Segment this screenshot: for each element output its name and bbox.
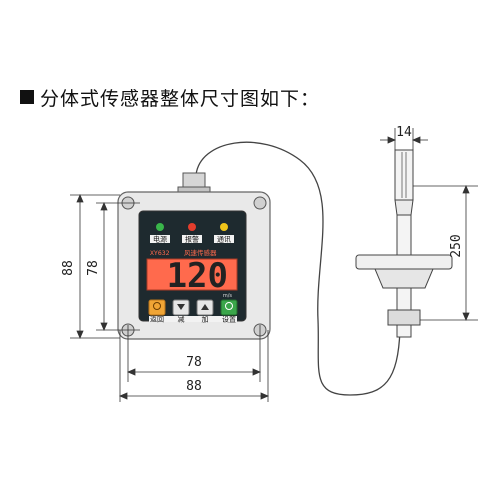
sensor-cable [195, 141, 401, 396]
heading-text: 分体式传感器整体尺寸图如下： [40, 87, 321, 110]
model-label: XY632 [150, 249, 170, 257]
alarm-led [188, 223, 196, 231]
height-dimensions [70, 193, 140, 340]
dim-outer-width: 88 [186, 379, 202, 394]
width-dimensions [118, 325, 270, 402]
set-icon [225, 302, 233, 310]
button-label-down: 减 [178, 315, 185, 324]
down-arrow-icon [177, 304, 185, 310]
led-label-comm: 通讯 [217, 235, 231, 244]
dim-inner-height: 78 [86, 260, 101, 276]
indicator-leds: 电源 报警 通讯 [150, 223, 234, 244]
dim-outer-height: 88 [61, 260, 76, 276]
button-label-up: 加 [202, 315, 209, 324]
square-bullet-icon [20, 90, 34, 104]
probe-dimensions [380, 128, 478, 322]
power-led [156, 223, 164, 231]
comm-led [220, 223, 228, 231]
front-buttons: 返回 减 加 设置 [148, 299, 238, 324]
button-label-return: 返回 [150, 316, 164, 324]
set-button[interactable] [220, 299, 238, 316]
display-reading: 120 [167, 256, 228, 296]
dim-probe-length: 250 [449, 234, 464, 257]
dim-probe-diameter: 14 [396, 125, 412, 140]
digital-display: 120 m/s [146, 256, 238, 299]
product-name: 风速传感器 [184, 248, 217, 257]
led-label-power: 电源 [153, 235, 167, 244]
cable-gland [177, 172, 211, 195]
probe-sensor [355, 149, 453, 338]
led-label-alarm: 报警 [185, 235, 199, 244]
return-icon [153, 302, 161, 310]
dim-inner-width: 78 [186, 355, 202, 370]
button-label-set: 设置 [222, 315, 236, 324]
return-button[interactable] [148, 299, 166, 316]
section-heading: 分体式传感器整体尺寸图如下： [20, 86, 321, 110]
display-unit: m/s [223, 293, 233, 299]
up-arrow-icon [201, 304, 209, 310]
